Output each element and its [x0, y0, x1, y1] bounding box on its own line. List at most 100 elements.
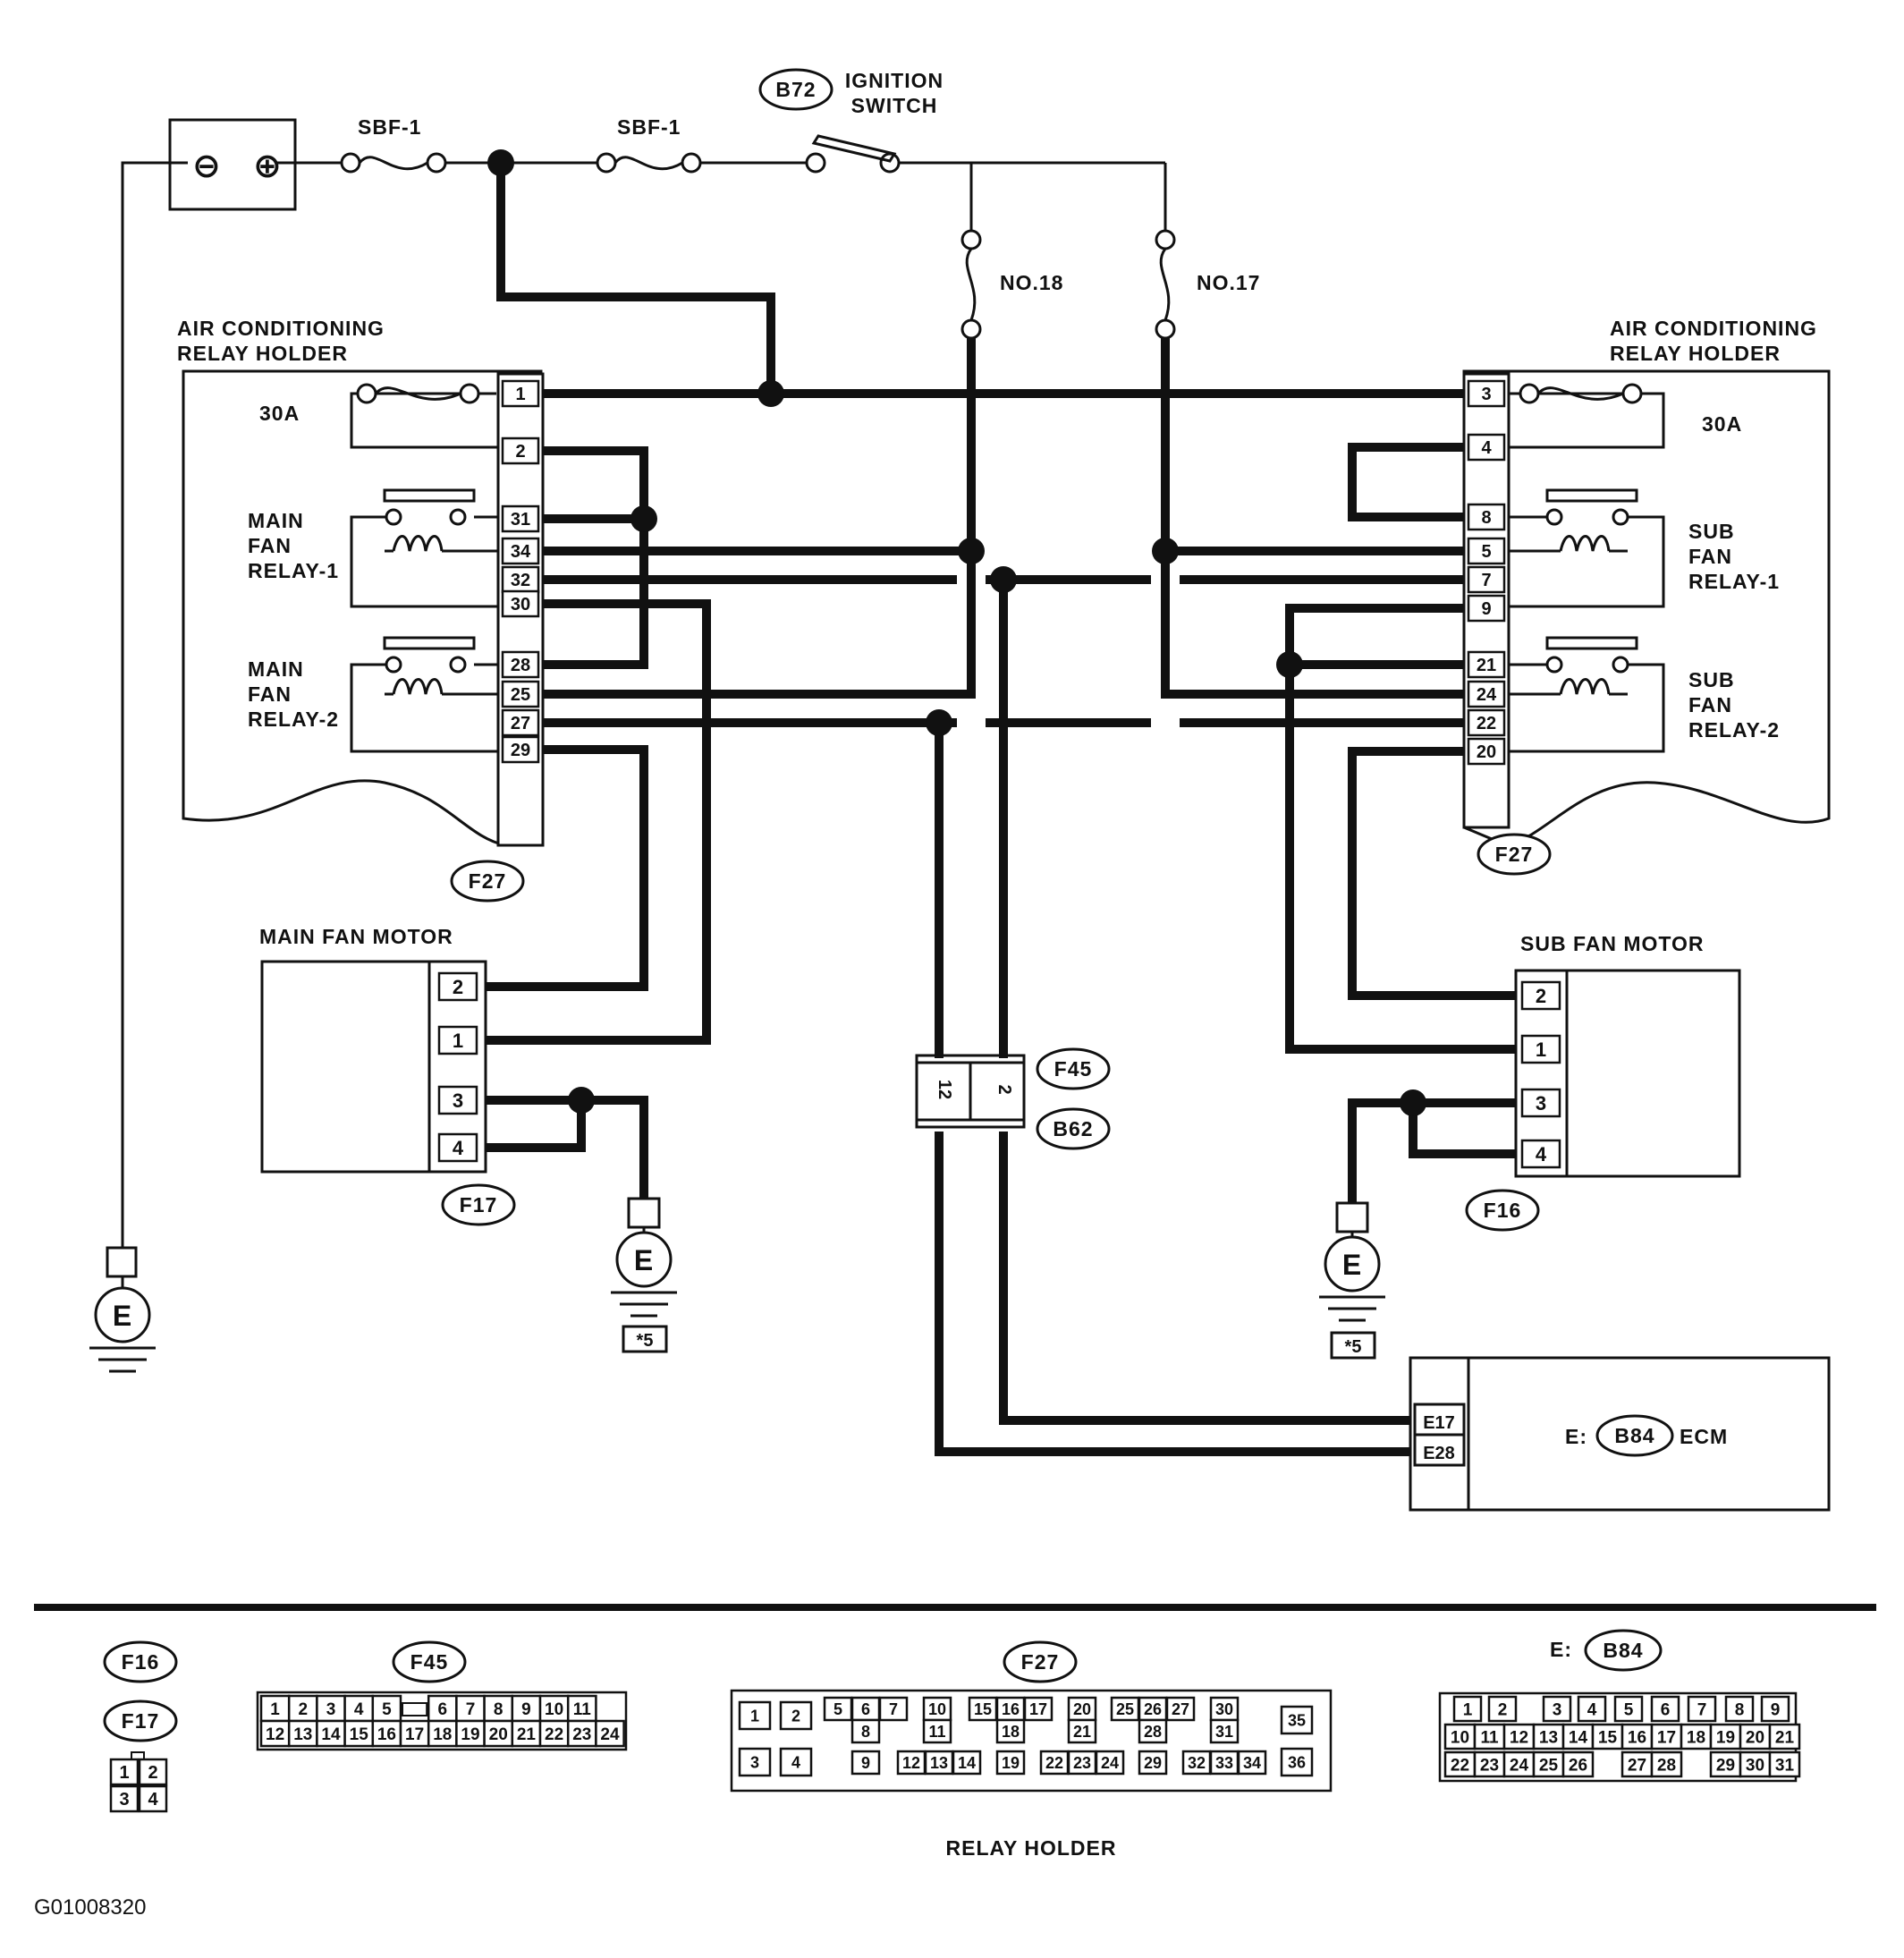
f27-pin-3-box — [738, 1747, 772, 1777]
b84-pin-30: 30 — [1746, 1756, 1764, 1775]
main-relay1-line2: FAN — [248, 534, 292, 557]
f27-pin-9-box — [850, 1750, 881, 1776]
sub-fan-pin-3-box — [1520, 1088, 1561, 1118]
b84-pin-20: 20 — [1746, 1728, 1764, 1747]
sub-fan-title: SUB FAN MOTOR — [1520, 932, 1705, 955]
main-fan-pin-2: 2 — [453, 976, 463, 998]
left-pin-32: 32 — [511, 571, 530, 590]
f27-pin-17-box — [1023, 1696, 1054, 1722]
f27-pin-12: 12 — [902, 1754, 920, 1772]
f27-pin-24-box — [1095, 1750, 1125, 1776]
left-pin-28-box — [501, 650, 540, 679]
ign-connector-badge: B72 — [758, 68, 834, 111]
fuse-no17-icon — [1155, 229, 1176, 340]
b84-pin-26: 26 — [1569, 1756, 1587, 1775]
b84-pin-6: 6 — [1661, 1700, 1671, 1719]
b84-pin-25: 25 — [1539, 1756, 1559, 1775]
b84-pin-17-box — [1650, 1723, 1683, 1750]
b84-pin-22-box — [1443, 1750, 1477, 1778]
sub-fan-pin-1-box — [1520, 1034, 1561, 1064]
b84-pin-18: 18 — [1687, 1728, 1705, 1747]
f45-pin-3-box — [316, 1694, 346, 1723]
f27-pin-14-box — [952, 1750, 982, 1776]
f45-pin-6: 6 — [438, 1700, 448, 1719]
f27-pin-11-box — [922, 1718, 952, 1744]
b84-pin-7-box — [1687, 1695, 1717, 1723]
f27-pin-18-box — [995, 1718, 1026, 1744]
b84-pin-24: 24 — [1510, 1756, 1529, 1775]
thin-wires — [121, 161, 1665, 1248]
fuse17-label: NO.17 — [1197, 271, 1260, 294]
ground-sub-fan-note: *5 — [1345, 1337, 1362, 1357]
main-relay2-line1: MAIN — [248, 657, 304, 681]
right-fuse-rating: 30A — [1702, 412, 1742, 436]
f27-pin-17: 17 — [1029, 1700, 1047, 1718]
b84-pin-9: 9 — [1771, 1700, 1781, 1719]
f27-pin-27-box — [1165, 1696, 1196, 1722]
f27-pin-2-box — [779, 1700, 813, 1731]
f45-pin-20-box — [483, 1719, 514, 1748]
f27-pin-33: 33 — [1215, 1754, 1233, 1772]
b84-pin-19: 19 — [1716, 1728, 1735, 1747]
f45-pin-24-box — [595, 1719, 625, 1748]
f27-pin-15-box — [968, 1696, 998, 1722]
main-fan-relay1-icon — [383, 488, 476, 553]
main-relay1-line1: MAIN — [248, 509, 304, 532]
left-fuse-30a-icon — [356, 383, 480, 404]
svg-text:F16: F16 — [1484, 1199, 1522, 1222]
main-fan-connector-badge: F17 — [441, 1183, 516, 1226]
f27-pin-11: 11 — [928, 1723, 945, 1741]
left-pin-30: 30 — [511, 595, 530, 615]
ecm-name: ECM — [1680, 1425, 1728, 1448]
ground-main-fan-note: *5 — [637, 1331, 654, 1351]
left-holder-title-2: RELAY HOLDER — [177, 342, 348, 365]
f27-pin-25: 25 — [1116, 1700, 1134, 1718]
sub-fan-pin-4-box — [1520, 1139, 1561, 1169]
f45-pin-8: 8 — [494, 1700, 504, 1719]
main-fan-relay2-icon — [383, 636, 476, 696]
f27-pin-28: 28 — [1144, 1723, 1162, 1741]
f27-pin-34: 34 — [1243, 1754, 1261, 1772]
b84-pin-27: 27 — [1628, 1756, 1646, 1775]
right-pin-8-box — [1467, 503, 1506, 531]
right-pin-8: 8 — [1481, 508, 1491, 528]
ground-left-label: E — [113, 1300, 132, 1332]
b84-pin-8-box — [1724, 1695, 1755, 1723]
main-fan-pin-4: 4 — [453, 1137, 464, 1159]
sub-fan-pin-3: 3 — [1536, 1092, 1546, 1115]
f27-pin-30: 30 — [1215, 1700, 1233, 1718]
b84-pin-31-box — [1768, 1750, 1801, 1778]
ground-sub-fan-label: E — [1342, 1249, 1362, 1281]
f45-pin-2: 2 — [299, 1700, 309, 1719]
f45-pin-11: 11 — [573, 1700, 592, 1719]
left-pin-2-box — [501, 437, 540, 465]
f45-pin-3: 3 — [326, 1700, 336, 1719]
main-fan-pin-1: 1 — [453, 1030, 463, 1052]
figure-id: G01008320 — [34, 1895, 146, 1920]
f27-pin-19-box — [995, 1750, 1026, 1776]
f45-pin-22: 22 — [545, 1725, 563, 1744]
left-pin-25-box — [501, 680, 540, 708]
ground-sub-fan-icon — [1319, 1201, 1385, 1360]
sub-fan-pin-2: 2 — [1536, 985, 1546, 1007]
sub-relay2-line2: FAN — [1688, 693, 1732, 716]
f27-pin-8: 8 — [861, 1723, 870, 1741]
b84-pin-13: 13 — [1539, 1728, 1558, 1747]
f27-pin-15: 15 — [974, 1700, 992, 1718]
battery-minus-icon: ⊖ — [192, 148, 222, 185]
b84-pin-28-box — [1650, 1750, 1683, 1778]
left-holder-connector-badge: F27 — [450, 860, 525, 903]
svg-text:F45: F45 — [410, 1650, 449, 1674]
f16-pin-1: 1 — [119, 1763, 129, 1783]
f27-pin-22-box — [1039, 1750, 1070, 1776]
ecm-connector-badge: B84 — [1595, 1414, 1674, 1457]
b84-pin-15-box — [1591, 1723, 1624, 1750]
svg-text:B84: B84 — [1603, 1639, 1643, 1662]
f27-pin-18: 18 — [1002, 1723, 1020, 1741]
sub-fan-pin-1: 1 — [1536, 1038, 1546, 1061]
right-pin-4: 4 — [1481, 438, 1492, 458]
